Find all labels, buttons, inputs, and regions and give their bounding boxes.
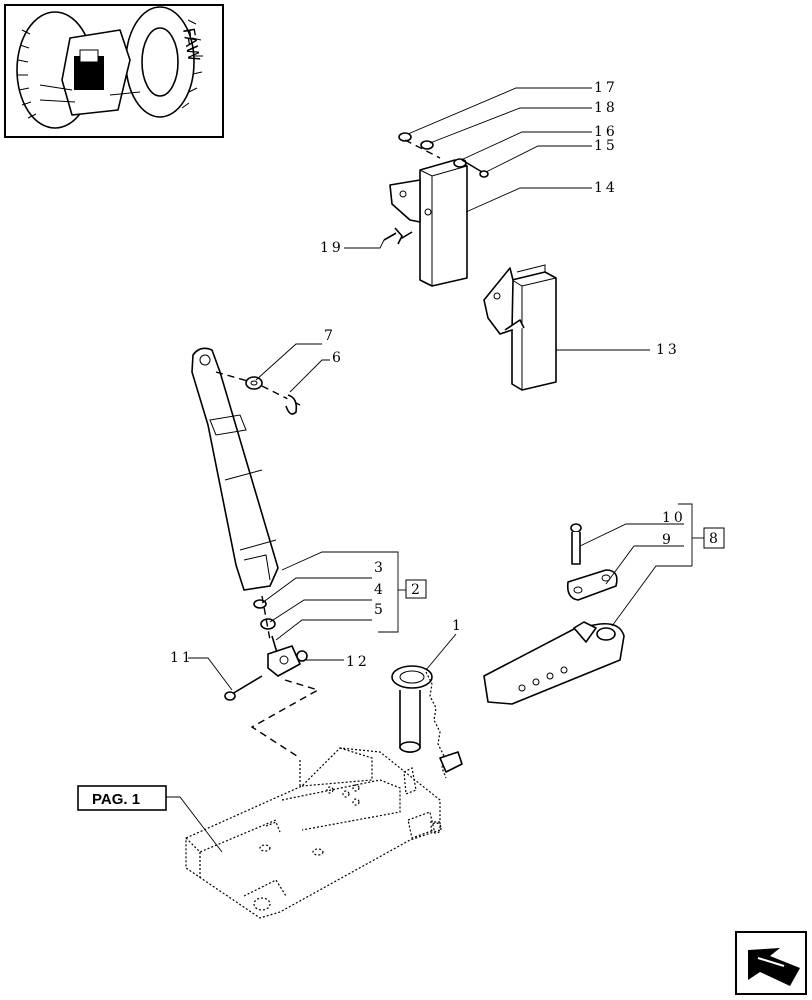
- part-1-pin-with-chain: [391, 665, 463, 779]
- part-17-washer: [398, 132, 412, 142]
- part-16-spacer: [453, 158, 467, 168]
- label-3: 3: [374, 560, 386, 576]
- part-12-nut: [296, 650, 308, 662]
- label-5: 5: [374, 602, 386, 618]
- part-19-wing-bolt: [383, 227, 413, 245]
- label-19: 19: [320, 240, 344, 256]
- label-6: 6: [332, 350, 344, 366]
- leader-lines: [166, 87, 704, 853]
- label-14: 14: [594, 180, 618, 196]
- label-18: 18: [594, 100, 618, 116]
- assembly-ref-2[interactable]: 2: [405, 579, 427, 599]
- label-17: 17: [594, 80, 618, 96]
- svg-text:PAG. 1: PAG. 1: [92, 791, 140, 808]
- part-8-drawbar: [483, 621, 625, 705]
- part-2-lift-link-assembly: [191, 347, 279, 591]
- part-9-clevis-plate: [566, 569, 618, 601]
- page-reference-button[interactable]: PAG. 1: [77, 785, 167, 811]
- tow-frame-reference: [185, 747, 442, 919]
- part-11-bolt: [224, 675, 263, 701]
- label-4: 4: [374, 582, 386, 598]
- label-10: 10: [662, 510, 686, 526]
- next-page-arrow-icon[interactable]: [735, 931, 807, 995]
- svg-text:2: 2: [411, 582, 420, 598]
- label-1: 1: [452, 618, 464, 634]
- part-10-bolt: [570, 523, 582, 565]
- svg-text:8: 8: [709, 531, 718, 547]
- label-7: 7: [324, 328, 336, 344]
- label-15: 15: [594, 138, 618, 154]
- label-12: 12: [346, 654, 370, 670]
- part-13-support-assembly: [483, 264, 557, 391]
- part-7-washer: [245, 376, 263, 390]
- label-13: 13: [656, 342, 680, 358]
- part-14-vertical-support: [389, 159, 468, 287]
- part-6-clip: [285, 394, 298, 415]
- assembly-ref-8[interactable]: 8: [703, 527, 725, 549]
- label-11: 11: [170, 650, 194, 666]
- label-9: 9: [662, 532, 674, 548]
- part-5-clevis: [267, 635, 301, 677]
- part-15-bolt: [461, 159, 489, 178]
- label-16: 16: [594, 124, 618, 140]
- tractor-rear-thumbnail-icon[interactable]: FAW: [4, 4, 224, 138]
